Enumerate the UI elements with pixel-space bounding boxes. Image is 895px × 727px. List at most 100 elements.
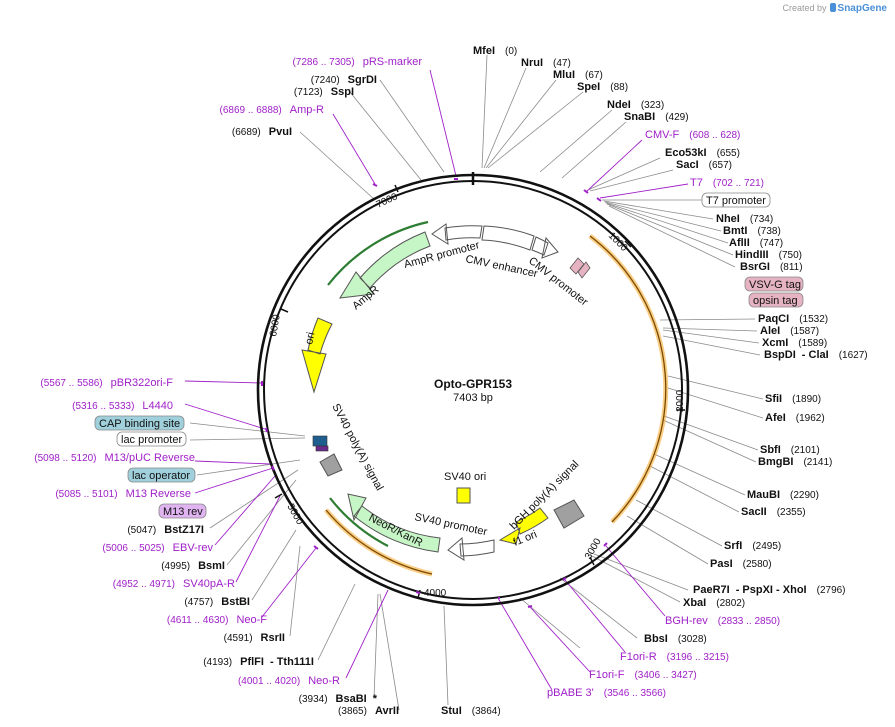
svg-text:AfeI(1962): AfeI(1962): [765, 412, 825, 424]
svg-text:F1ori-R(3196 .. 3215): F1ori-R(3196 .. 3215): [620, 651, 729, 663]
vsvg-tag-box[interactable]: [744, 276, 804, 292]
enzyme-rsrii[interactable]: RsrII: [261, 632, 285, 644]
cap-binding-site-box[interactable]: [94, 415, 185, 431]
enzyme-tth111i[interactable]: - Tth111I: [270, 656, 314, 668]
feature-labels: AmpR promoter AmpR CMV enhancer CMV prom…: [303, 239, 590, 549]
primer-sv40pa-r[interactable]: SV40pA-R: [183, 578, 235, 590]
svg-text:(4611 .. 4630)Neo-F: (4611 .. 4630)Neo-F: [167, 614, 267, 626]
primer-cmv-f[interactable]: CMV-F: [645, 129, 680, 141]
svg-text:XbaI(2802): XbaI(2802): [683, 597, 745, 609]
enzyme-ndei[interactable]: NdeI: [607, 99, 631, 111]
enzyme-sfii[interactable]: SfiI: [765, 393, 782, 405]
enzyme-bmgbi[interactable]: BmgBI: [758, 456, 793, 468]
enzyme-pspxi-xhoi[interactable]: - PspXI - XhoI: [736, 584, 807, 596]
primer-t7[interactable]: T7: [690, 177, 703, 189]
enzyme-bspdi[interactable]: BspDI: [764, 349, 796, 361]
enzyme-bsrgi[interactable]: BsrGI: [740, 261, 770, 273]
brand-name: SnapGene: [837, 3, 887, 14]
enzyme-clai[interactable]: - ClaI: [802, 349, 829, 361]
svg-text:(5085 .. 5101)M13 Reverse: (5085 .. 5101)M13 Reverse: [55, 488, 191, 500]
enzyme-bmti[interactable]: BmtI: [723, 225, 747, 237]
primer-bgh-rev[interactable]: BGH-rev: [665, 615, 708, 627]
label-sv40-polya: SV40 poly(A) signal: [329, 402, 385, 493]
enzyme-sspi[interactable]: SspI: [331, 86, 354, 98]
feature-sv40-ori[interactable]: [456, 487, 471, 504]
svg-text:SacII(2355): SacII(2355): [741, 506, 806, 518]
svg-text:SnaBI(429): SnaBI(429): [624, 111, 689, 123]
primer-l4440[interactable]: L4440: [142, 400, 173, 412]
enzyme-bbsi[interactable]: BbsI: [644, 633, 668, 645]
primer-m13-puc-reverse[interactable]: M13/pUC Reverse: [105, 452, 195, 464]
primer-f1ori-r[interactable]: F1ori-R: [620, 651, 657, 663]
label-ori: ori: [303, 331, 317, 345]
primer-f1ori-f[interactable]: F1ori-F: [589, 669, 625, 681]
enzyme-pasi[interactable]: PasI: [710, 558, 733, 570]
feature-opsin-tag[interactable]: [577, 261, 591, 279]
enzyme-xcmi[interactable]: XcmI: [762, 337, 788, 349]
svg-text:(5567 .. 5586)pBR322ori-F: (5567 .. 5586)pBR322ori-F: [40, 377, 173, 389]
enzyme-srfi[interactable]: SrfI: [724, 540, 742, 552]
primer-neo-r[interactable]: Neo-R: [308, 675, 340, 687]
enzyme-eco53ki[interactable]: Eco53kI: [665, 147, 707, 159]
primer-prs-marker[interactable]: pRS-marker: [363, 56, 423, 68]
feature-cmv-enhancer[interactable]: [481, 225, 535, 251]
enzyme-spei[interactable]: SpeI: [577, 81, 600, 93]
enzyme-sbfi[interactable]: SbfI: [760, 444, 781, 456]
enzyme-alei[interactable]: AleI: [760, 325, 780, 337]
enzyme-bsabi[interactable]: BsaBI: [336, 693, 367, 705]
enzyme-mfei[interactable]: MfeI: [473, 45, 495, 57]
feature-sv40-polya[interactable]: [319, 453, 343, 477]
svg-text:(4952 .. 4971)SV40pA-R: (4952 .. 4971)SV40pA-R: [113, 578, 235, 590]
opsin-tag-box[interactable]: [748, 292, 804, 308]
feature-m13-mark[interactable]: [315, 445, 329, 452]
feature-ampr-promoter[interactable]: [431, 223, 483, 245]
enzyme-sgrdi[interactable]: SgrDI: [348, 74, 377, 86]
primer-neo-f[interactable]: Neo-F: [236, 614, 267, 626]
feature-opsin-label: opsin tag: [753, 295, 798, 307]
enzyme-mlui[interactable]: MluI: [553, 69, 575, 81]
t7-promoter-box[interactable]: [701, 192, 771, 208]
primer-pbabe-3[interactable]: pBABE 3': [547, 687, 594, 699]
enzyme-pflfi[interactable]: PflFI: [240, 656, 264, 668]
enzyme-afei[interactable]: AfeI: [765, 412, 786, 424]
enzyme-xbai[interactable]: XbaI: [683, 597, 706, 609]
feature-ampr[interactable]: [339, 231, 431, 299]
feature-cmv-promoter[interactable]: [531, 236, 559, 259]
primer-ebv-rev[interactable]: EBV-rev: [173, 542, 214, 554]
feature-bgh-polya[interactable]: [553, 499, 585, 529]
primer-m13-reverse[interactable]: M13 Reverse: [126, 488, 191, 500]
enzyme-avrii[interactable]: AvrII: [375, 705, 399, 717]
feature-vsvg-label: VSV-G tag: [749, 279, 801, 291]
primer-pbr322ori-f[interactable]: pBR322ori-F: [111, 377, 174, 389]
enzyme-sacii[interactable]: SacII: [741, 506, 767, 518]
enzyme-maubi[interactable]: MauBI: [747, 489, 780, 501]
feature-ori[interactable]: [301, 317, 333, 394]
feature-neor[interactable]: [347, 493, 441, 553]
feature-t7-promoter-label: T7 promoter: [706, 195, 766, 207]
enzyme-saci[interactable]: SacI: [676, 159, 699, 171]
feature-sv40-promoter[interactable]: [447, 536, 495, 561]
enzyme-nrui[interactable]: NruI: [521, 57, 543, 69]
enzyme-bsmi[interactable]: BsmI: [198, 560, 225, 572]
primer-amp-r[interactable]: Amp-R: [290, 104, 324, 116]
enzyme-bstbi[interactable]: BstBI: [221, 596, 250, 608]
m13-rev-box[interactable]: [158, 503, 207, 519]
feature-lac-cluster[interactable]: [312, 435, 328, 447]
label-sv40-ori: SV40 ori: [444, 471, 486, 483]
svg-text:BspDI- ClaI(1627): BspDI- ClaI(1627): [764, 349, 868, 361]
enzyme-stui[interactable]: StuI: [441, 705, 462, 717]
enzyme-pvui[interactable]: PvuI: [269, 126, 292, 138]
svg-text:(5006 .. 5025)EBV-rev: (5006 .. 5025)EBV-rev: [102, 542, 213, 554]
enzyme-bstz17i[interactable]: BstZ17I: [164, 524, 204, 536]
enzyme-aflii[interactable]: AflII: [729, 237, 750, 249]
enzyme-paqci[interactable]: PaqCI: [758, 313, 789, 325]
enzyme-paer7i[interactable]: PaeR7I: [693, 584, 730, 596]
feature-f1-ori[interactable]: [498, 507, 549, 545]
enzyme-hindiii[interactable]: HindIII: [735, 249, 769, 261]
enzyme-nhei[interactable]: NheI: [716, 213, 740, 225]
tick-3000: 3000: [583, 536, 604, 561]
enzyme-snabi[interactable]: SnaBI: [624, 111, 655, 123]
lac-promoter-box[interactable]: [116, 431, 187, 447]
lac-operator-box[interactable]: [127, 467, 196, 483]
svg-text:SfiI(1890): SfiI(1890): [765, 393, 821, 405]
